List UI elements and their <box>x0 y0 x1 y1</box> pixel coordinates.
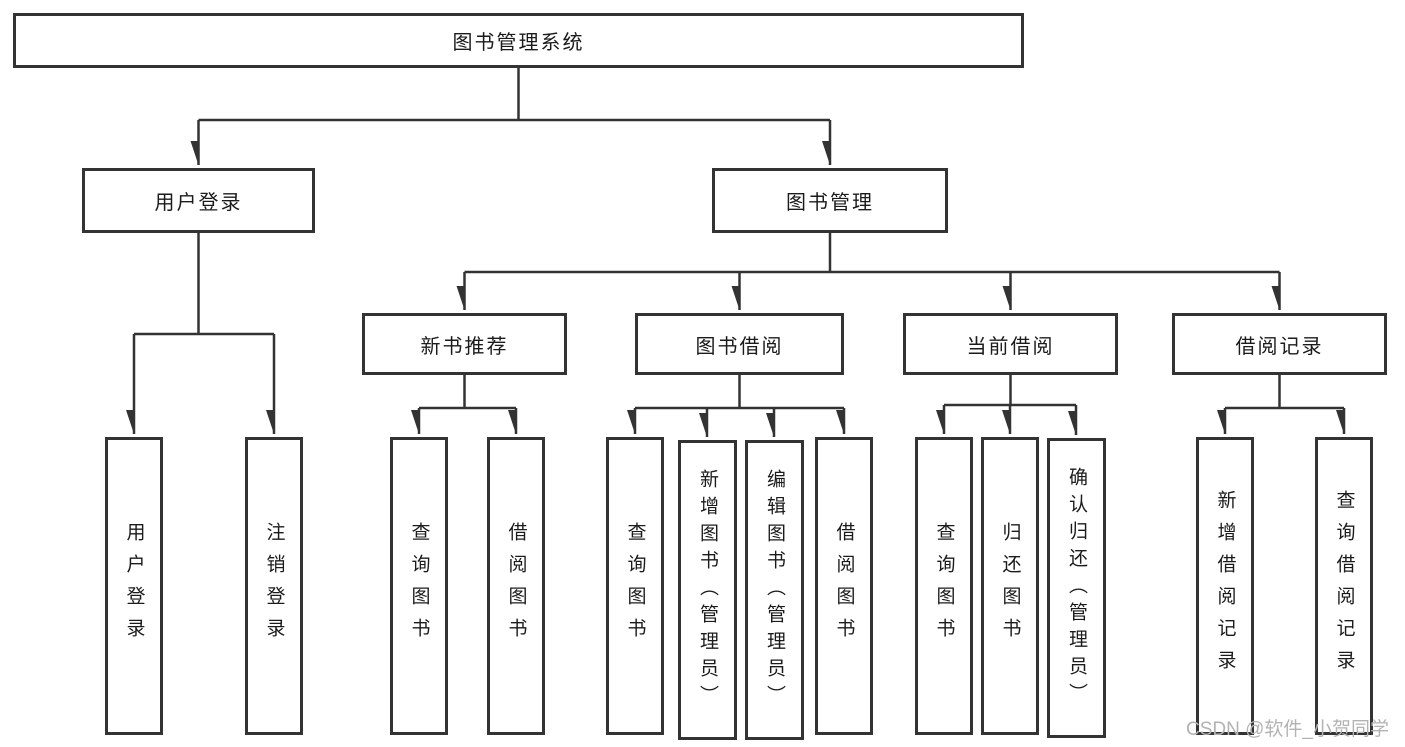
leaf-label: 注销登录 <box>263 522 285 650</box>
node-current-borrow: 当前借阅 <box>903 313 1118 375</box>
leaf-label: 新增图书（管理员） <box>697 468 718 712</box>
node-book-borrow: 图书借阅 <box>635 313 844 375</box>
csdn-watermark: CSDN @软件_小贺同学 <box>1186 719 1389 740</box>
leaf-confirm-return-admin: 确认归还（管理员） <box>1047 438 1106 738</box>
leaf-label: 确认归还（管理员） <box>1066 466 1087 710</box>
node-borrow-records: 借阅记录 <box>1172 313 1387 375</box>
leaf-borrow-books: 借阅图书 <box>815 437 873 735</box>
leaf-user-login: 用户登录 <box>105 437 163 735</box>
leaf-label: 借阅图书 <box>505 522 527 650</box>
node-label: 图书管理系统 <box>452 32 585 54</box>
node-library-management-system: 图书管理系统 <box>13 13 1024 68</box>
leaf-label: 用户登录 <box>123 522 145 650</box>
node-label: 当前借阅 <box>966 335 1055 358</box>
node-label: 用户登录 <box>154 192 243 214</box>
leaf-query-books-current: 查询图书 <box>915 437 973 735</box>
node-book-management: 图书管理 <box>712 168 948 233</box>
leaf-label: 查询借阅记录 <box>1333 490 1355 682</box>
leaf-query-books-recommend: 查询图书 <box>390 437 448 735</box>
node-label: 图书借阅 <box>695 335 784 358</box>
node-label: 借阅记录 <box>1235 335 1324 358</box>
leaf-label: 查询图书 <box>933 522 955 650</box>
node-new-book-recommend: 新书推荐 <box>362 313 567 375</box>
node-label: 新书推荐 <box>420 335 509 358</box>
node-label: 图书管理 <box>786 192 874 214</box>
leaf-logout: 注销登录 <box>245 437 303 735</box>
leaf-label: 查询图书 <box>408 522 430 650</box>
leaf-label: 新增借阅记录 <box>1214 490 1236 682</box>
leaf-label: 归还图书 <box>999 522 1021 650</box>
leaf-borrow-books-recommend: 借阅图书 <box>487 437 545 735</box>
leaf-add-borrow-record: 新增借阅记录 <box>1196 437 1254 735</box>
leaf-edit-books-admin: 编辑图书（管理员） <box>745 440 804 740</box>
leaf-label: 查询图书 <box>624 522 646 650</box>
leaf-query-books-borrow: 查询图书 <box>606 437 664 735</box>
leaf-label: 借阅图书 <box>833 522 855 650</box>
leaf-add-books-admin: 新增图书（管理员） <box>678 440 737 740</box>
leaf-return-books: 归还图书 <box>981 437 1039 735</box>
node-user-login: 用户登录 <box>82 168 315 233</box>
leaf-query-borrow-record: 查询借阅记录 <box>1315 437 1373 735</box>
leaf-label: 编辑图书（管理员） <box>764 468 785 712</box>
